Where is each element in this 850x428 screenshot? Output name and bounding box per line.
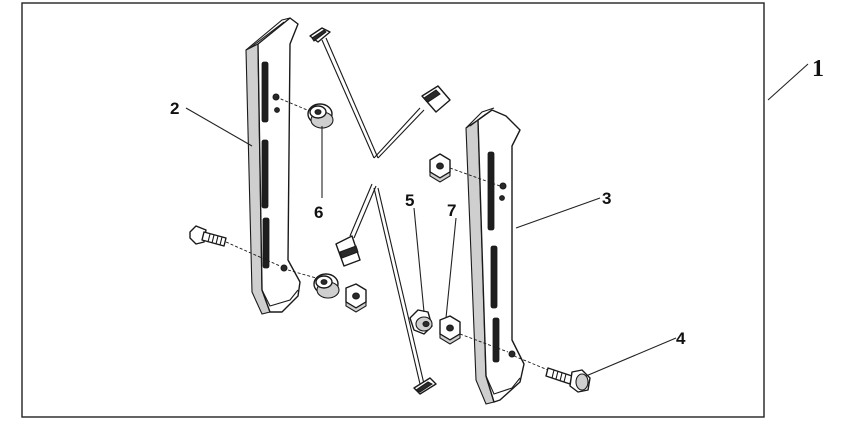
bolt-left xyxy=(189,225,281,267)
left-side-bracket xyxy=(245,17,301,315)
callout-2: 2 xyxy=(170,99,179,118)
wire-harness xyxy=(309,27,451,395)
callout-3: 3 xyxy=(602,189,611,208)
diagram-frame xyxy=(21,2,765,418)
callout-1: 1 xyxy=(812,56,824,82)
grommet-right xyxy=(409,309,433,335)
right-side-bracket xyxy=(465,107,525,405)
nut-lower-left xyxy=(345,283,367,313)
callout-6: 6 xyxy=(314,203,323,222)
leader-lines xyxy=(185,63,809,377)
nut-right xyxy=(439,315,509,353)
nut-upper-right xyxy=(429,153,501,187)
bolt-right xyxy=(513,355,591,393)
callout-5: 5 xyxy=(405,191,414,210)
callout-7: 7 xyxy=(447,201,456,220)
grommet-upper xyxy=(275,96,334,129)
grommet-lower-left xyxy=(287,269,340,299)
callout-4: 4 xyxy=(676,329,686,348)
